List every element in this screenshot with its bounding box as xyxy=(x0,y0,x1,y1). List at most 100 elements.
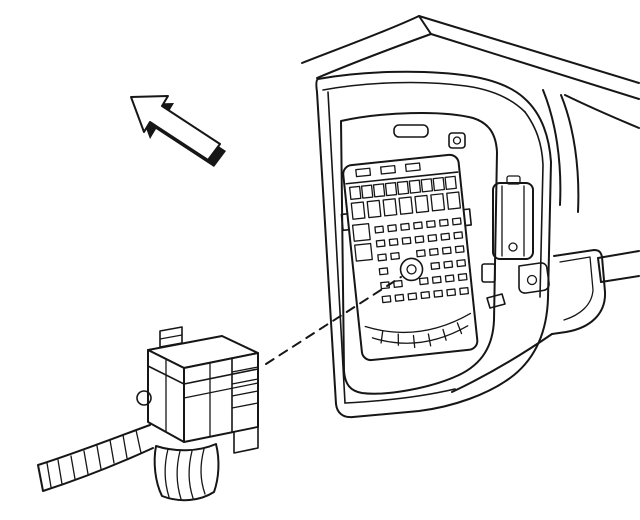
fuse-slot xyxy=(420,178,434,193)
block-top-rib xyxy=(345,171,459,185)
ribbon-pleat xyxy=(176,450,182,500)
fuse-slot xyxy=(350,201,366,220)
grid-slot xyxy=(428,247,439,257)
ribbon-gather-outline xyxy=(153,443,220,502)
fuse-slot xyxy=(366,199,382,219)
fastener-screw xyxy=(452,136,462,145)
grid-slot xyxy=(438,218,449,227)
grid-slot xyxy=(444,274,455,283)
grid-slot xyxy=(454,245,465,254)
bracket-lower-part xyxy=(518,262,550,294)
grid-slot xyxy=(400,222,410,231)
ribbon-stripes xyxy=(46,429,142,488)
grid-slot xyxy=(378,267,389,276)
relay-slot xyxy=(351,222,371,242)
block-vent xyxy=(380,164,396,175)
panel-slot-right-upper xyxy=(481,263,496,283)
fuse-slot xyxy=(384,181,398,197)
panel-outer-outline xyxy=(315,70,552,419)
arrow-body xyxy=(130,95,221,161)
grid-slot xyxy=(418,277,429,286)
terminal-grid xyxy=(374,217,470,304)
grid-slot xyxy=(374,225,385,234)
terminal-step xyxy=(231,390,259,397)
ribbon-stripe xyxy=(109,439,115,464)
connector-top-tab-line xyxy=(159,334,183,340)
pillar-curve-outer xyxy=(542,89,562,206)
fuse-slot xyxy=(360,184,374,199)
terminal-step xyxy=(231,402,259,409)
ribbon-stripe xyxy=(57,459,63,485)
block-side-tab-left xyxy=(340,212,350,232)
connector-terminal-steps xyxy=(231,366,259,409)
fan-arc-lower xyxy=(371,325,469,344)
grid-slot xyxy=(401,236,412,245)
dash-top-curve-inner xyxy=(316,33,432,79)
grid-slot xyxy=(459,286,470,296)
fuse-slot xyxy=(430,193,446,212)
bracket-lower-hole xyxy=(526,274,538,286)
grid-slot xyxy=(407,292,418,301)
fastener-body xyxy=(448,132,466,149)
fuse-slot xyxy=(414,194,430,214)
grid-slot xyxy=(377,253,388,262)
ribbon-stripe xyxy=(83,450,89,475)
fuse-row-large xyxy=(350,191,462,220)
body-cut-line-lower xyxy=(600,275,640,283)
grid-slot xyxy=(441,246,452,255)
grid-slot xyxy=(427,233,438,243)
fan-rib xyxy=(412,334,416,349)
ribbon-pleat xyxy=(200,448,206,495)
connector-top-tab xyxy=(159,326,183,348)
connector-lid-seam xyxy=(147,365,259,385)
ribbon-pleats xyxy=(164,448,206,500)
dash-top-curve xyxy=(301,15,420,64)
fan-rib xyxy=(456,322,463,335)
body-cut-line-upper xyxy=(597,250,640,259)
grid-slot xyxy=(433,289,444,298)
cowl-beam-upper xyxy=(418,15,640,84)
grid-slot xyxy=(431,275,442,284)
grid-slot xyxy=(414,235,425,244)
ribbon-band-outline xyxy=(37,424,154,492)
fan-rib xyxy=(427,333,432,347)
junction-block xyxy=(340,153,479,362)
fan-arc-upper xyxy=(364,312,472,334)
fuse-slot xyxy=(446,191,462,210)
ribbon-stripe xyxy=(96,445,102,470)
relay-slot xyxy=(354,242,373,262)
panel-top-inner-edge xyxy=(322,81,526,113)
grid-slot xyxy=(451,217,462,226)
harness-connector xyxy=(136,326,259,454)
ribbon-stripe xyxy=(46,462,52,488)
grid-slot xyxy=(446,288,457,297)
grid-slot xyxy=(456,259,467,268)
panel-right-inner-edge xyxy=(524,111,544,298)
fan-rib xyxy=(380,330,384,344)
lower-body-sweep xyxy=(451,333,553,393)
grid-slot xyxy=(440,232,451,241)
guide-hole-inner xyxy=(406,264,417,275)
fuse-slot xyxy=(396,180,410,195)
grid-slot xyxy=(390,251,400,261)
fuse-slot xyxy=(372,183,386,198)
block-bottom-fan xyxy=(364,312,472,349)
ribbon-stripe xyxy=(135,429,142,454)
grid-slot xyxy=(394,293,405,302)
grid-slot xyxy=(387,224,398,233)
line-art xyxy=(37,15,640,502)
ribbon-stripe xyxy=(70,455,76,480)
cowl-beam-cap xyxy=(418,15,432,35)
bracket-top-notch xyxy=(506,175,521,185)
grid-slot xyxy=(425,220,436,229)
terminal-step xyxy=(231,378,259,385)
fuse-slot xyxy=(408,179,422,194)
panel-bracket xyxy=(492,175,550,294)
grid-slot xyxy=(443,260,454,269)
panel-slot-right-lower xyxy=(486,293,506,309)
grid-slot xyxy=(453,231,464,240)
fan-rib xyxy=(397,333,400,346)
bracket-hole xyxy=(508,242,518,252)
grid-slot xyxy=(413,221,423,230)
